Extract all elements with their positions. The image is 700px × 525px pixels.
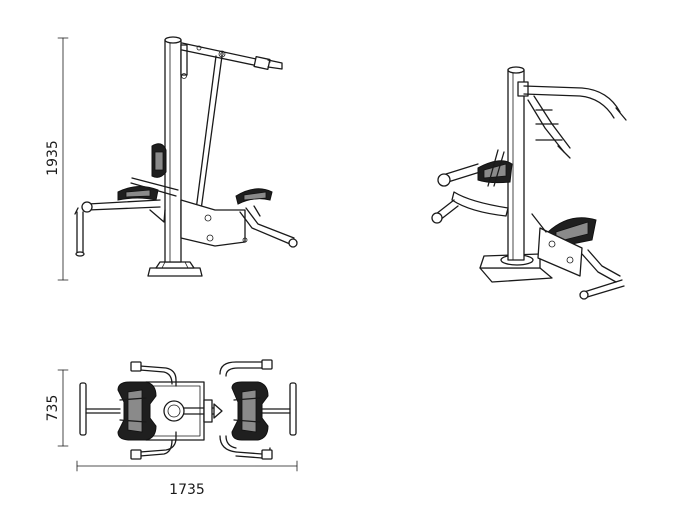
width-dimension: 1735 xyxy=(76,460,298,498)
plan-right-seat xyxy=(231,381,269,441)
iso-handles xyxy=(523,85,627,159)
plan-linkage xyxy=(183,399,223,423)
upper-lever xyxy=(181,42,283,70)
connecting-rod xyxy=(195,55,223,211)
side-view: 1935 xyxy=(45,36,298,281)
iso-post xyxy=(507,66,529,261)
back-pad xyxy=(151,143,167,178)
top-view: 735 1735 xyxy=(45,359,298,498)
plan-end-bars xyxy=(79,382,297,436)
right-seat-assembly xyxy=(180,188,298,248)
left-seat-assembly xyxy=(74,177,179,257)
plan-left-seat xyxy=(117,381,157,441)
depth-dimension: 735 xyxy=(45,369,69,447)
base-plate xyxy=(147,261,203,277)
iso-right-seat xyxy=(531,213,625,300)
height-dimension: 1935 xyxy=(45,37,69,281)
isometric-view xyxy=(431,66,627,300)
iso-left-seat xyxy=(431,149,513,224)
main-post xyxy=(164,36,188,263)
height-label: 1935 xyxy=(45,140,61,176)
plan-handlebars xyxy=(130,359,273,460)
width-label: 1735 xyxy=(169,482,205,498)
depth-label: 735 xyxy=(45,395,61,422)
